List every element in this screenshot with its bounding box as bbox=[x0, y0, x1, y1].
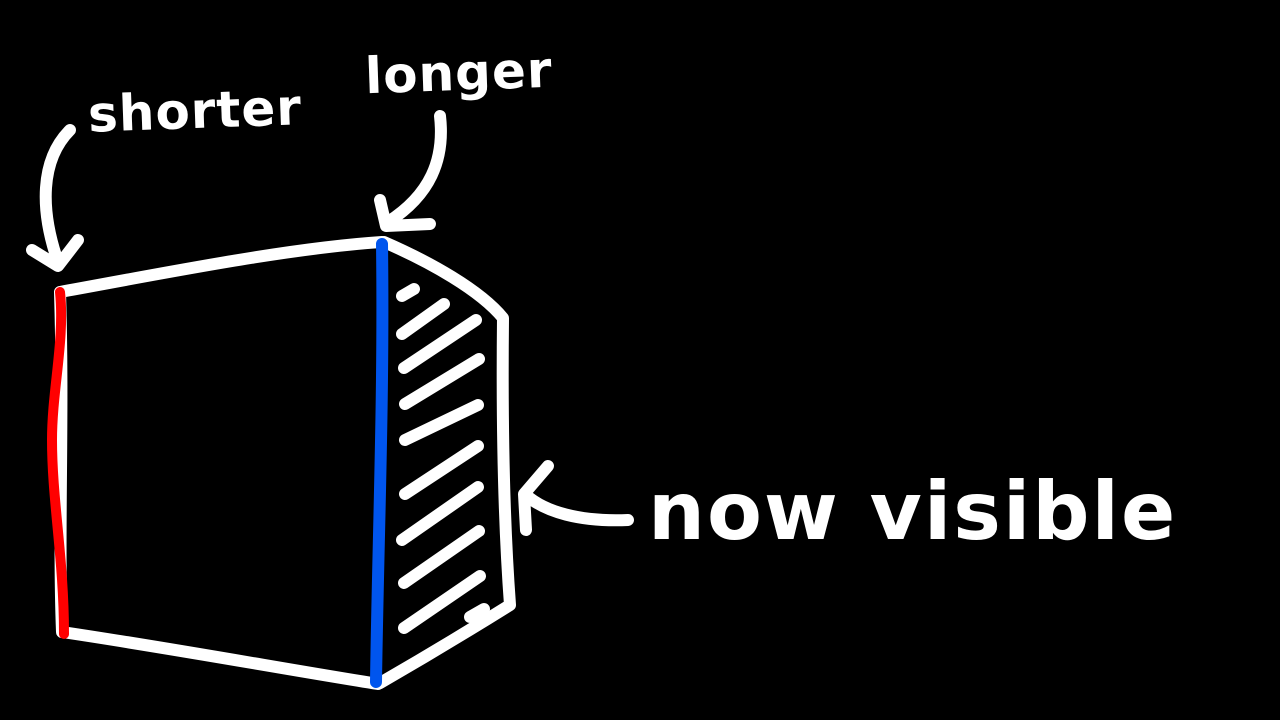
longer-edge bbox=[370, 238, 389, 688]
front-face-outline bbox=[54, 236, 388, 690]
longer-label: longer bbox=[364, 40, 554, 106]
shorter-arrow-icon bbox=[26, 124, 84, 272]
now-visible-label: now visible bbox=[648, 465, 1178, 558]
side-face-hatching bbox=[396, 283, 490, 634]
now-visible-arrow-icon bbox=[518, 460, 634, 536]
shorter-label: shorter bbox=[87, 78, 303, 144]
shorter-edge bbox=[47, 287, 69, 639]
longer-arrow-icon bbox=[374, 110, 447, 232]
side-face-outline bbox=[374, 236, 516, 689]
